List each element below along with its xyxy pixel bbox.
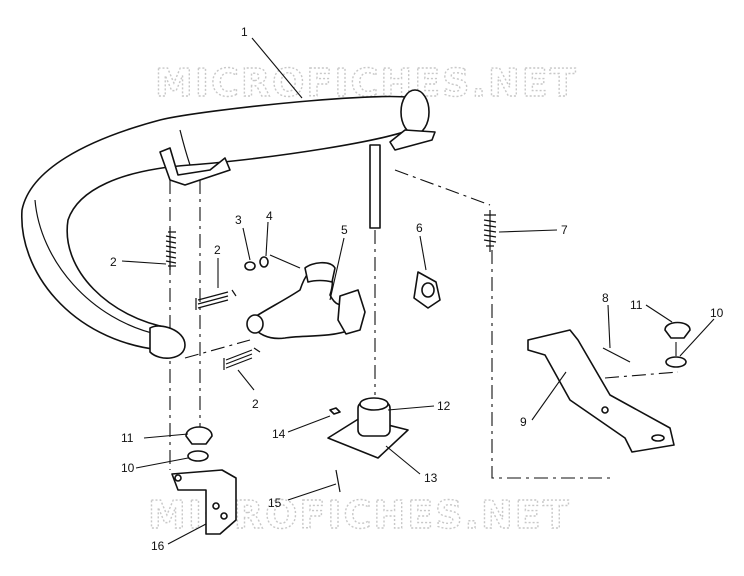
callout-5: 5 (341, 223, 348, 237)
callout-12: 12 (437, 399, 451, 413)
grommet-right (664, 321, 691, 368)
callout-7: 7 (561, 223, 568, 237)
callout-11-right: 11 (630, 298, 643, 312)
callout-10-left: 10 (121, 461, 135, 475)
callout-6: 6 (416, 221, 423, 235)
callout-15: 15 (268, 496, 282, 510)
callout-1: 1 (241, 25, 248, 39)
callout-2a: 2 (110, 255, 117, 269)
callout-10-right: 10 (710, 306, 724, 320)
callout-16: 16 (151, 539, 165, 553)
callout-labels: 1 2 2 2 3 4 5 6 7 8 9 10 10 11 11 12 13 … (110, 25, 724, 553)
nut-and-spring-hardware (244, 256, 269, 271)
callout-2c: 2 (252, 397, 259, 411)
callout-2b: 2 (214, 243, 221, 257)
grommet-left (185, 426, 213, 462)
springs (165, 210, 497, 370)
leader-lines (121, 37, 715, 545)
callout-13: 13 (424, 471, 438, 485)
callout-8: 8 (602, 291, 609, 305)
isolator-mount (327, 397, 409, 493)
callout-11-left: 11 (121, 431, 134, 445)
exhaust-manifold (246, 254, 366, 340)
mounting-bracket-right (527, 329, 675, 453)
callout-9: 9 (520, 415, 527, 429)
mounting-bracket-left (171, 469, 237, 535)
gasket (413, 271, 441, 309)
muffler (21, 89, 436, 359)
callout-14: 14 (272, 427, 286, 441)
callout-3: 3 (235, 213, 242, 227)
callout-4: 4 (266, 209, 273, 223)
